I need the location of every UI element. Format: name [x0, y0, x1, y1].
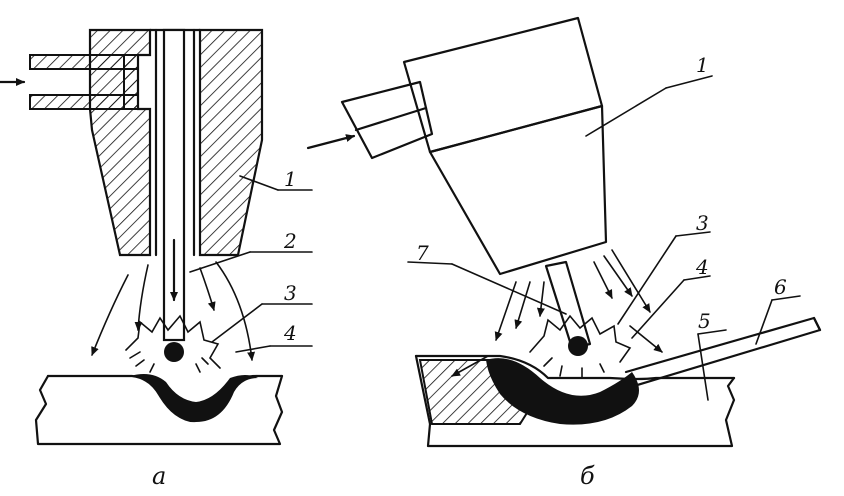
- torch-pipe-b: [340, 80, 434, 160]
- label-b-7: 7: [416, 241, 429, 265]
- torch-head-b: [402, 16, 608, 276]
- figure-a: 1 2 3 4 а: [0, 28, 313, 490]
- label-a-4: 4: [283, 321, 297, 345]
- gas-flow-arrows-a: [91, 261, 256, 361]
- leaders-a: [189, 175, 313, 353]
- arc-b: [529, 314, 632, 379]
- nozzle-a: [88, 28, 264, 257]
- electrode-b: [544, 260, 592, 356]
- label-b-6: 6: [774, 275, 787, 299]
- electrode-a: [162, 28, 186, 362]
- workpiece-a: [34, 374, 284, 446]
- arc-a: [125, 314, 221, 373]
- figure-b: 1 3 4 5 6 7 б: [306, 16, 822, 490]
- label-a-3: 3: [284, 281, 297, 305]
- filler-rod-b: [624, 316, 822, 388]
- label-b-5: 5: [698, 309, 711, 333]
- label-a-1: 1: [284, 167, 297, 191]
- label-b-4: 4: [695, 255, 709, 279]
- label-b-1: 1: [696, 53, 709, 77]
- caption-a: а: [152, 462, 166, 490]
- workpiece-b: [414, 354, 736, 448]
- label-a-2: 2: [283, 229, 297, 253]
- caption-b: б: [580, 462, 595, 490]
- leaders-b: [407, 75, 801, 401]
- gas-inlet-arrow-b: [306, 134, 356, 150]
- label-b-3: 3: [696, 211, 709, 235]
